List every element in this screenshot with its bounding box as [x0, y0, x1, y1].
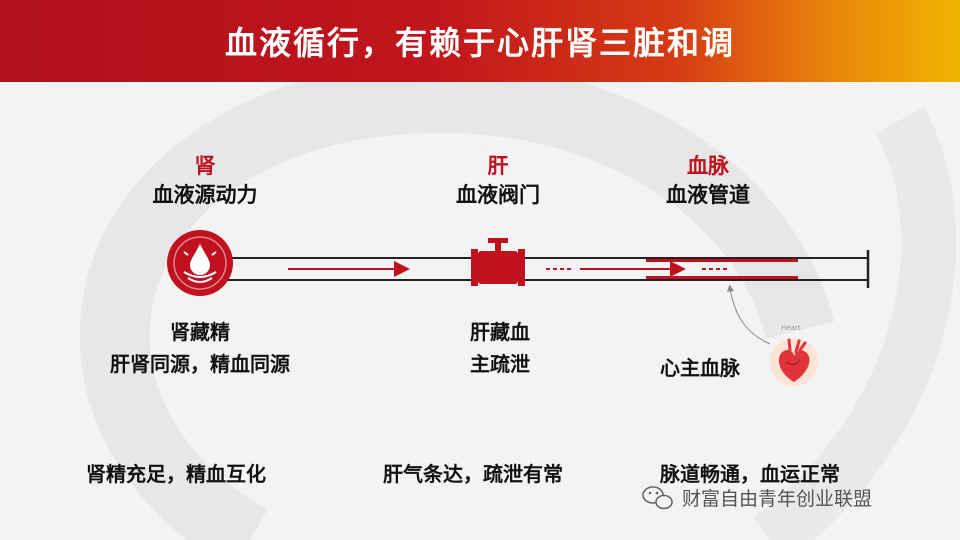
watermark: 财富自由青年创业联盟	[676, 484, 872, 511]
liver-description-line2: 主疏泄	[470, 352, 530, 376]
bottom-liver: 肝气条达，疏泄有常	[383, 462, 563, 486]
bottom-vessel: 脉道畅通，血运正常	[660, 462, 840, 486]
wechat-icon	[642, 486, 673, 510]
heart-icon	[770, 338, 818, 386]
kidney-description-line2: 肝肾同源，精血同源	[110, 352, 290, 376]
column-liver-sub: 血液阀门	[456, 183, 540, 207]
bottom-kidney: 肾精充足，精血互化	[86, 462, 266, 486]
column-vessel: 血脉 血液管道	[608, 152, 808, 210]
slide-title: 血液循行，有赖于心肝肾三脏和调	[224, 24, 735, 62]
valve-icon	[471, 238, 525, 286]
water-drop-icon	[167, 230, 233, 296]
liver-description-line1: 肝藏血	[470, 320, 530, 344]
watermark-text: 财富自由青年创业联盟	[682, 488, 873, 510]
column-liver-key: 肝	[487, 154, 509, 178]
vessel-flow-bottom	[646, 276, 798, 279]
column-liver: 肝 血液阀门	[398, 152, 598, 210]
liver-description: 肝藏血 主疏泄	[420, 316, 580, 380]
vessel-flow-top	[646, 259, 798, 262]
heart-label: 心主血脉	[660, 356, 740, 380]
column-vessel-key: 血脉	[687, 154, 729, 178]
kidney-description: 肾藏精 肝肾同源，精血同源	[70, 316, 330, 380]
column-kidney: 肾 血液源动力	[105, 152, 305, 210]
pipe	[220, 250, 870, 288]
title-bar: 血液循行，有赖于心肝肾三脏和调	[0, 0, 960, 82]
column-kidney-sub: 血液源动力	[152, 183, 258, 207]
column-kidney-key: 肾	[194, 154, 216, 178]
heart-tag: Heart	[781, 324, 801, 332]
heart-pointer	[727, 284, 771, 345]
column-vessel-sub: 血液管道	[666, 183, 750, 207]
kidney-description-line1: 肾藏精	[170, 320, 230, 344]
